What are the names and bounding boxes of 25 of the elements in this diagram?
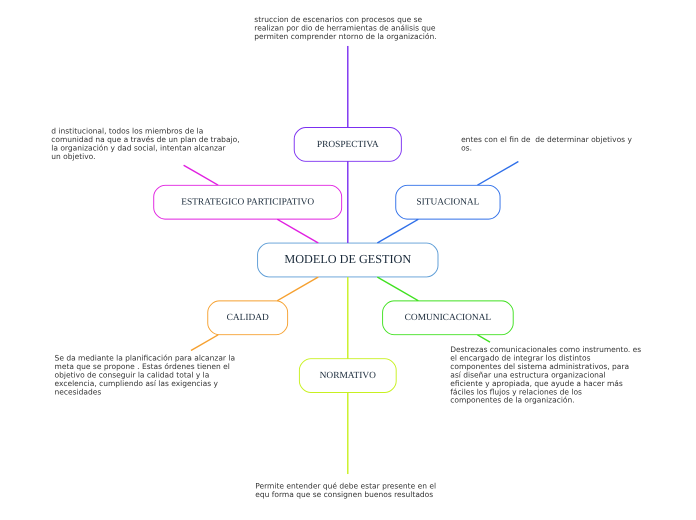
node-text: Permite entender qué debe estar presente en el equ forma que se consignen buenos resultados <box>254 482 436 500</box>
connector <box>376 218 418 244</box>
node-box: CALIDAD <box>206 300 288 336</box>
connector <box>276 276 318 302</box>
connector <box>182 164 218 186</box>
connector <box>476 160 518 186</box>
node-box: NORMATIVO <box>298 358 396 393</box>
connector <box>346 162 348 243</box>
connector <box>346 277 348 358</box>
node-box: COMUNICACIONAL <box>382 300 514 336</box>
node-text: Se da mediante la planificación para alcanzar la meta que se propone . Estas órdenes tienen el objetivo de conseguir la calidad total y la excelencia, cumpliendo así las exigencias y necesidades <box>54 353 235 396</box>
node-box: SITUACIONAL <box>394 184 500 220</box>
connector <box>346 46 348 128</box>
node-text: entes con el fin de de determinar objetivos y os. <box>460 134 632 152</box>
connector <box>346 392 348 474</box>
connector <box>276 218 318 244</box>
node-box: ESTRATEGICO PARTICIPATIVO <box>152 184 342 220</box>
connector <box>190 334 218 352</box>
connector <box>376 276 418 302</box>
node-text: Destrezas comunicacionales como instrumento. es el encargado de integrar los distintos componentes del sistema administrativos, para así diseñar una estructura organizacional eficiente y apropiada, que ayude a hacer más fáciles los flujos y relaciones de los componentes de la organización. <box>450 345 641 405</box>
node-box: MODELO DE GESTION <box>256 242 438 278</box>
node-box: PROSPECTIVA <box>293 127 402 162</box>
node-text: d institucional, todos los miembros de la comunidad na que a través de un plan de trabajo, la organización y dad social, intentan alcanzar un objetivo. <box>50 126 240 161</box>
node-text: struccion de escenarios con procesos que se realizan por dio de herramientas de análisis que permiten comprender ntorno de la organización. <box>254 15 436 42</box>
connector <box>476 334 490 343</box>
